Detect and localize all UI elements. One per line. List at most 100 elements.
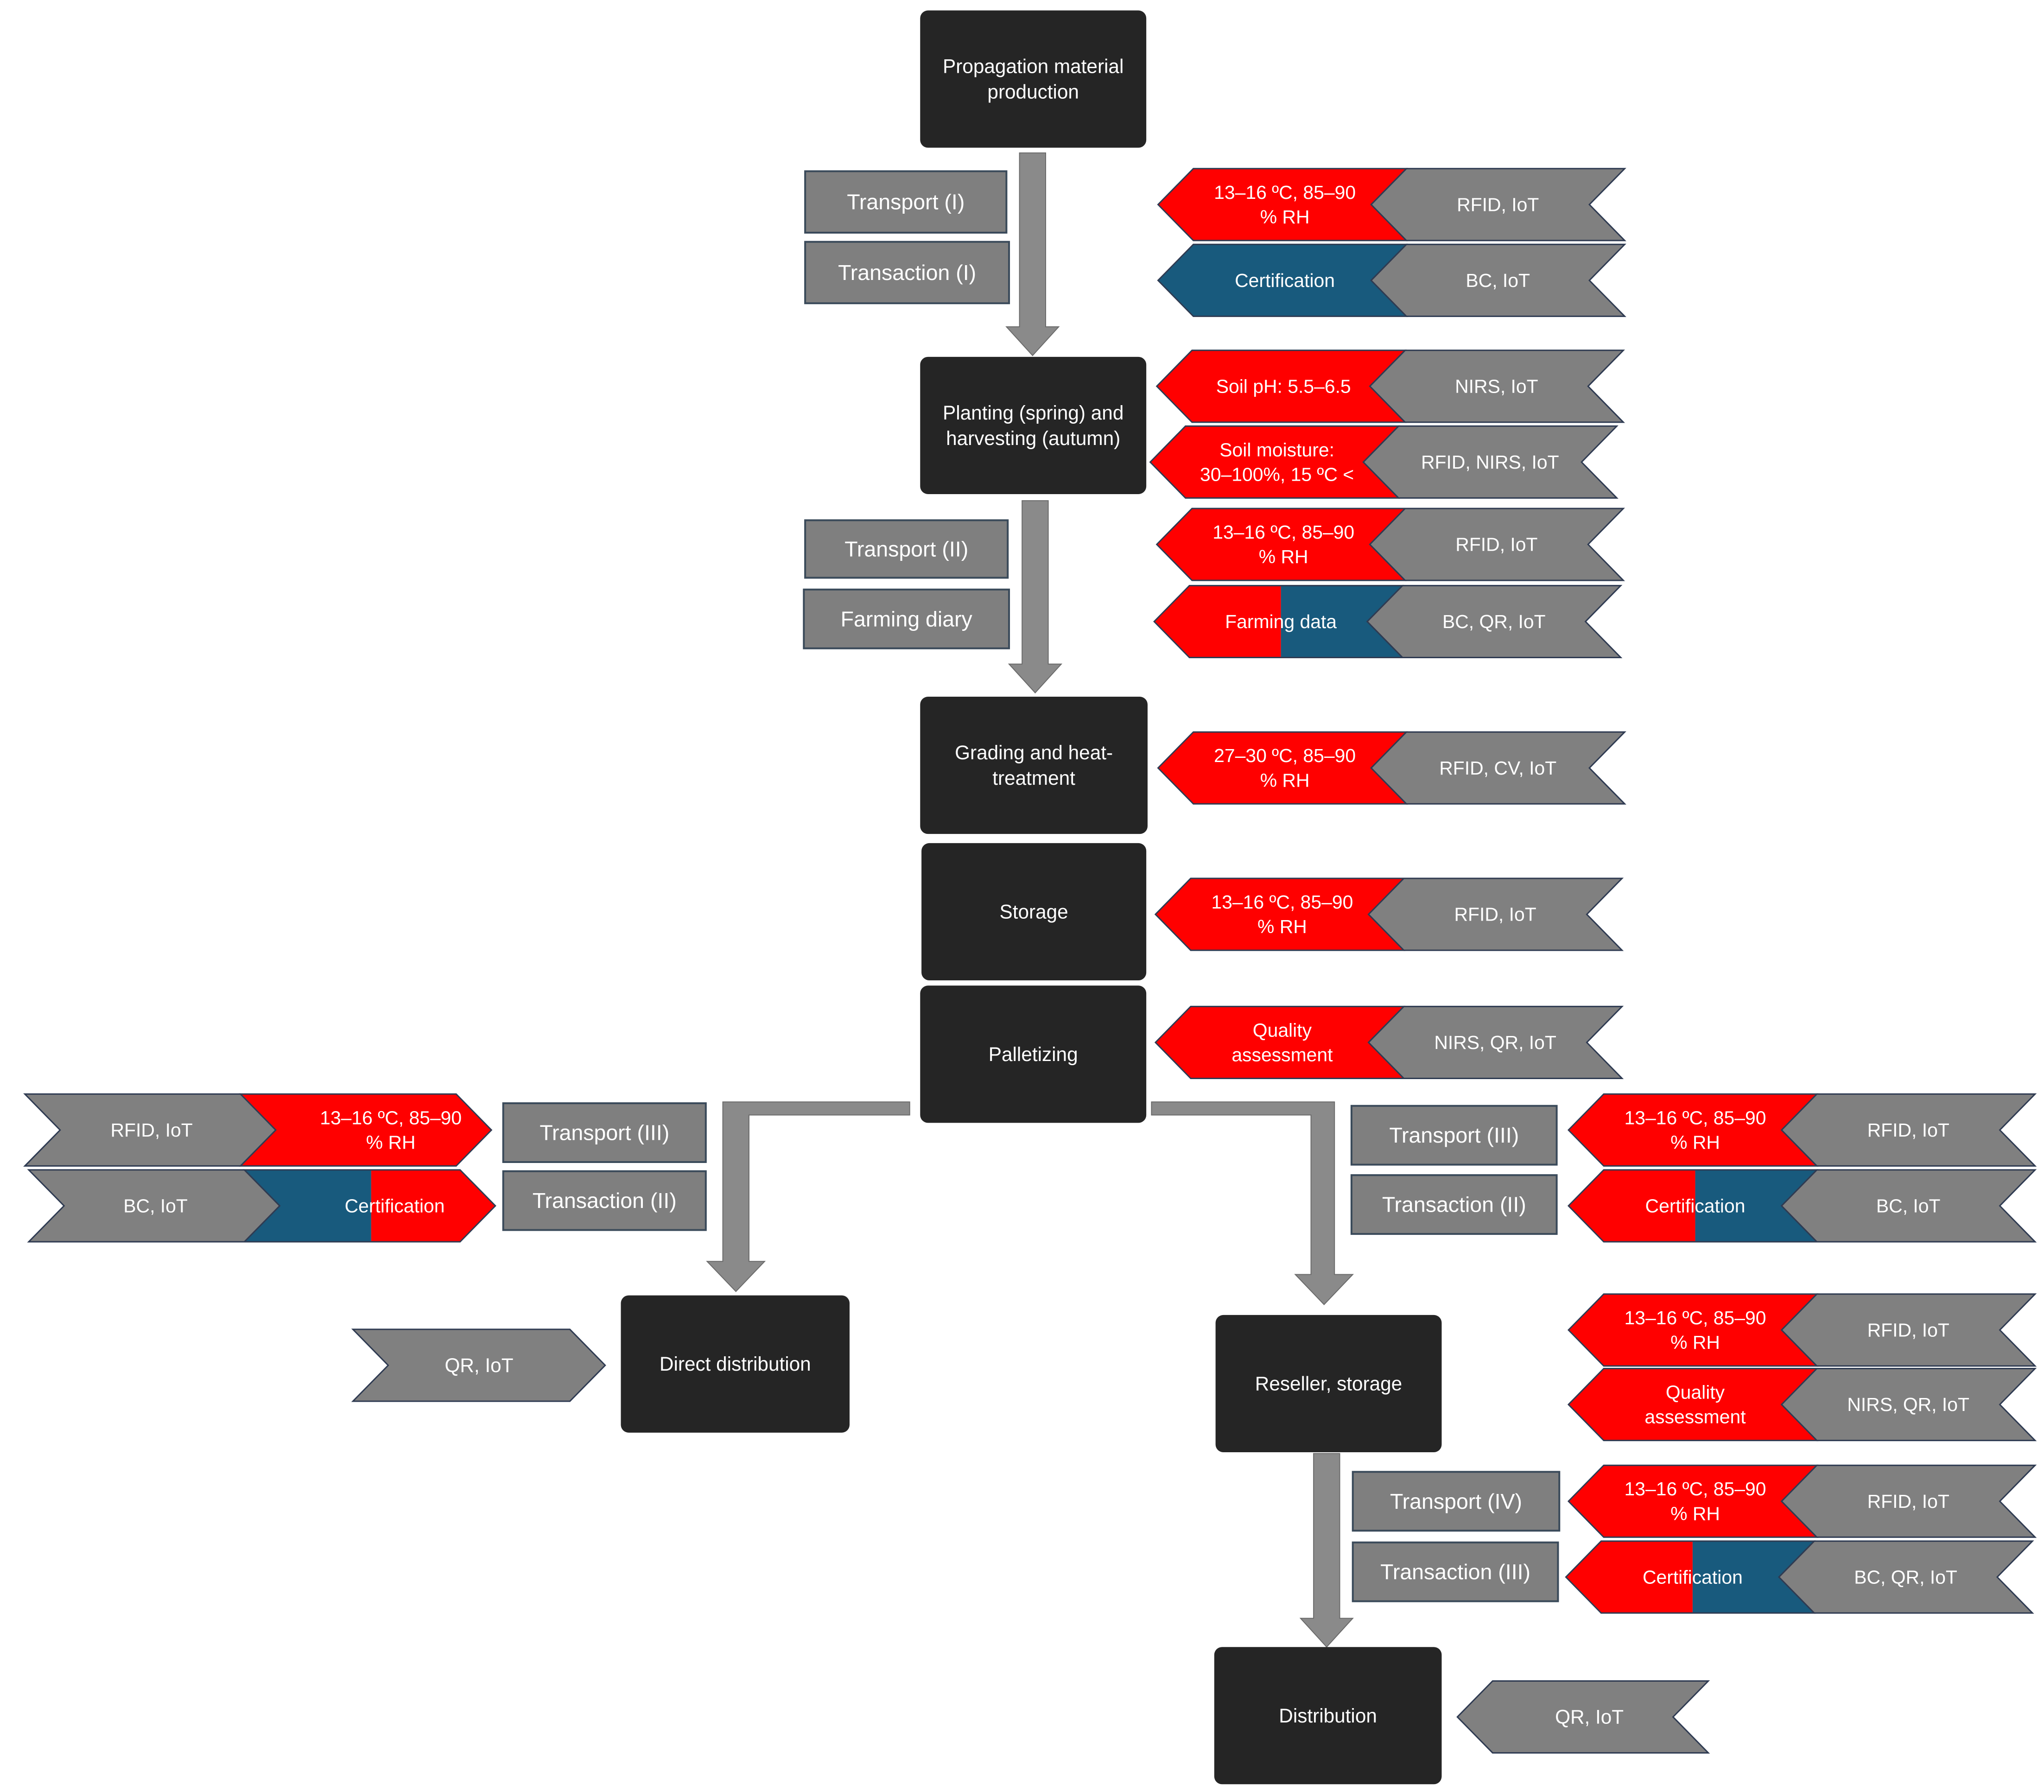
tag-t5-condition-line-1: 13–16 ºC, 85–90	[1212, 521, 1354, 543]
tag-t7-condition-line-2: % RH	[1260, 769, 1310, 791]
tag-r2-technology: BC, IoT	[1876, 1195, 1941, 1216]
label-transport-2	[804, 519, 1009, 579]
tag-t4-condition-line-1: Soil moisture:	[1219, 439, 1334, 460]
stage-reseller	[1215, 1315, 1442, 1453]
label-transport-2-text: Transport (II)	[844, 537, 968, 561]
tag-r4-condition-line-2: assessment	[1644, 1406, 1746, 1428]
stage-palletizing-label: Palletizing	[989, 1043, 1078, 1065]
stage-distribution	[1214, 1647, 1442, 1785]
tag-r3-condition-line-2: % RH	[1670, 1332, 1720, 1353]
tag-t4-condition-line-2: 30–100%, 15 ºC <	[1200, 464, 1354, 485]
tag-t8	[1154, 877, 1624, 951]
tag-t7	[1157, 731, 1626, 805]
tag-r2	[1567, 1169, 2037, 1243]
tag-r5-condition-line-2: % RH	[1670, 1503, 1720, 1524]
arrow-palletizing-to-direct	[706, 1101, 910, 1292]
label-transaction-3	[1352, 1541, 1559, 1602]
arrow-propagation-to-planting	[1005, 152, 1060, 356]
tag-t2-technology: BC, IoT	[1466, 270, 1530, 291]
label-transport-3-right	[1350, 1105, 1558, 1166]
label-transport-3-right-text: Transport (III)	[1389, 1123, 1519, 1147]
tag-t2	[1157, 243, 1626, 317]
label-farming-diary-text: Farming diary	[841, 607, 973, 631]
tag-r1-condition-line-2: % RH	[1670, 1132, 1720, 1153]
label-transaction-3-text: Transaction (III)	[1380, 1560, 1530, 1584]
stage-planting-label-line-2: harvesting (autumn)	[946, 427, 1120, 449]
stage-propagation-label-line-2: production	[987, 81, 1079, 103]
tag-t9-condition-line-2: assessment	[1231, 1044, 1333, 1066]
tag-t5-technology: RFID, IoT	[1455, 534, 1537, 555]
label-transport-4-text: Transport (IV)	[1390, 1489, 1522, 1513]
label-transport-4	[1352, 1471, 1561, 1532]
tag-l1-technology: RFID, IoT	[110, 1119, 192, 1141]
tag-r2-condition: Certification	[1645, 1195, 1746, 1216]
arrow-reseller-to-distribution	[1299, 1453, 1354, 1648]
tag-t6	[1153, 585, 1623, 658]
tag-r4-technology: NIRS, QR, IoT	[1847, 1394, 1969, 1415]
tag-r5-technology: RFID, IoT	[1867, 1491, 1949, 1512]
tag-r5-condition-line-1: 13–16 ºC, 85–90	[1625, 1478, 1766, 1500]
stage-propagation	[920, 10, 1147, 148]
tag-r3-technology: RFID, IoT	[1867, 1319, 1949, 1341]
tag-l1	[23, 1093, 493, 1167]
label-transport-1-text: Transport (I)	[847, 190, 965, 214]
tag-l1-condition-line-2: % RH	[366, 1132, 416, 1153]
tag-t7-technology: RFID, CV, IoT	[1439, 757, 1556, 779]
tag-l2-condition: Certification	[345, 1195, 445, 1216]
arrow-palletizing-to-reseller	[1151, 1101, 1354, 1305]
tag-t1	[1157, 168, 1626, 241]
stage-grading-label-line-2: treatment	[992, 767, 1075, 789]
tag-direct_tech-text: QR, IoT	[444, 1354, 513, 1376]
tag-t5	[1155, 508, 1625, 581]
tag-r4	[1567, 1368, 2037, 1442]
tag-r4-condition-line-1: Quality	[1666, 1382, 1725, 1403]
label-farming-diary	[803, 588, 1010, 649]
tag-l1-condition-line-1: 13–16 ºC, 85–90	[320, 1107, 462, 1128]
label-transaction-2-right-text: Transaction (II)	[1382, 1193, 1526, 1217]
tag-t3-technology: NIRS, IoT	[1455, 375, 1538, 397]
stage-direct-label: Direct distribution	[660, 1353, 811, 1375]
tag-t2-condition: Certification	[1235, 270, 1335, 291]
label-transaction-2-left	[502, 1170, 707, 1231]
label-transaction-1-text: Transaction (I)	[838, 261, 976, 285]
label-transport-1	[804, 170, 1008, 234]
tag-t7-condition-line-1: 27–30 ºC, 85–90	[1214, 745, 1356, 766]
stage-planting-label-line-1: Planting (spring) and	[943, 402, 1124, 424]
tag-t6-technology: BC, QR, IoT	[1442, 611, 1546, 632]
tag-l2-technology: BC, IoT	[123, 1195, 188, 1216]
stage-grading-label-line-1: Grading and heat-	[955, 742, 1113, 763]
label-transport-3-left	[502, 1102, 707, 1163]
tag-t9-condition-line-1: Quality	[1253, 1019, 1312, 1041]
tag-dist_tech-text: QR, IoT	[1555, 1706, 1624, 1728]
tag-t1-condition-line-1: 13–16 ºC, 85–90	[1214, 182, 1356, 203]
tag-t8-condition-line-2: % RH	[1257, 916, 1307, 937]
tag-r6	[1565, 1540, 2034, 1614]
tag-t3-condition: Soil pH: 5.5–6.5	[1216, 375, 1351, 397]
stage-direct	[621, 1295, 850, 1433]
label-transaction-1	[804, 241, 1010, 305]
tag-t6-condition: Farming data	[1225, 611, 1337, 632]
stage-storage-label: Storage	[1000, 901, 1068, 922]
tag-t4-technology: RFID, NIRS, IoT	[1421, 451, 1559, 473]
stage-reseller-label: Reseller, storage	[1255, 1373, 1402, 1395]
tag-t8-technology: RFID, IoT	[1454, 904, 1536, 925]
tag-t9-technology: NIRS, QR, IoT	[1434, 1032, 1556, 1053]
label-transaction-2-left-text: Transaction (II)	[533, 1188, 677, 1213]
arrow-planting-to-grading	[1008, 500, 1063, 694]
label-transport-3-left-text: Transport (III)	[540, 1121, 669, 1145]
stage-planting	[920, 356, 1147, 494]
tag-dist_tech	[1456, 1680, 1710, 1754]
tag-r3-condition-line-1: 13–16 ºC, 85–90	[1625, 1307, 1766, 1328]
tag-t4	[1149, 425, 1619, 499]
tag-r1-condition-line-1: 13–16 ºC, 85–90	[1625, 1107, 1766, 1128]
tag-t8-condition-line-1: 13–16 ºC, 85–90	[1211, 891, 1353, 913]
tag-r5	[1567, 1464, 2037, 1538]
tag-r3	[1567, 1293, 2037, 1367]
stage-grading	[920, 697, 1148, 834]
tag-direct_tech	[351, 1328, 606, 1402]
tag-t5-condition-line-2: % RH	[1259, 546, 1308, 567]
stage-palletizing	[920, 985, 1147, 1123]
tag-r6-condition: Certification	[1643, 1566, 1743, 1588]
stage-propagation-label-line-1: Propagation material	[943, 56, 1124, 77]
